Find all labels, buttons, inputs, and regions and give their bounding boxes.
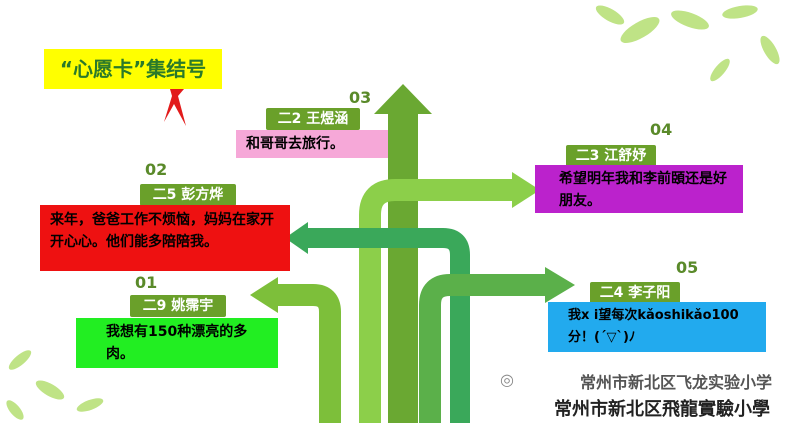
card-03-name-tag: 二2 王煜涵: [266, 108, 360, 130]
card-01-number: 01: [135, 273, 158, 292]
card-05-name-tag: 二4 李子阳: [590, 282, 680, 304]
card-01-message: 我想有150种漂亮的多肉。: [76, 318, 278, 368]
leaves-decoration-bottom-left: [6, 350, 104, 420]
card-02-name-tag: 二5 彭方烨: [140, 184, 236, 206]
watermark-school-name: 常州市新北区飞龙实验小学: [579, 373, 772, 392]
card-05-number: 05: [676, 258, 699, 277]
card-03-number: 03: [349, 88, 372, 107]
card-04-number: 04: [650, 120, 673, 139]
card-02-number: 02: [145, 160, 168, 179]
card-05-message: 我x i望每次kǎoshikǎo100分！(´▽`)ﾉ: [548, 302, 766, 352]
page-title: “心愿卡”集结号: [44, 49, 222, 89]
card-04-name-tag: 二3 江舒妤: [566, 145, 656, 167]
card-01-name-tag: 二9 姚霈宇: [130, 295, 226, 317]
card-02-message: 来年，爸爸工作不烦恼，妈妈在家开开心心。他们能多陪陪我。: [40, 205, 290, 271]
card-03-message: 和哥哥去旅行。: [236, 130, 388, 158]
wechat-icon: ◎: [500, 370, 514, 389]
leaves-decoration-top-right: [595, 5, 780, 82]
card-04-message: 希望明年我和李前頣还是好朋友。: [535, 165, 743, 213]
watermark-school-calligraphy: 常州市新北区飛龍實驗小學: [554, 399, 770, 420]
